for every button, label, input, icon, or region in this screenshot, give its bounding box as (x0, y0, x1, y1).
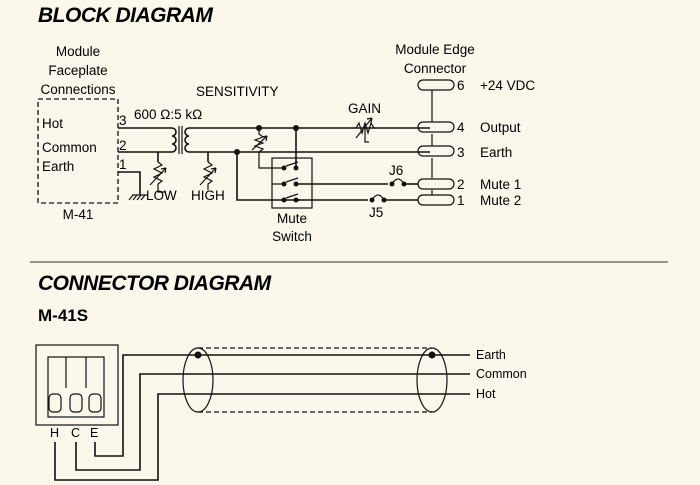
jumper-j5-label: J5 (369, 205, 383, 220)
connector-inner (47, 356, 105, 418)
shield-junction-right (428, 351, 436, 359)
wire-hot (54, 393, 470, 481)
edge-pad-6 (417, 79, 455, 91)
faceplate-pin-2: 2 (119, 138, 127, 153)
terminal-label-h: H (50, 426, 59, 440)
transformer-label: 600 Ω:5 kΩ (134, 107, 202, 122)
high-resistor-arrow (199, 167, 217, 186)
mute-switch-contacts (281, 161, 299, 203)
gain-label: GAIN (348, 101, 381, 116)
block-diagram-title: BLOCK DIAGRAM (38, 4, 213, 27)
shield-junction-left (194, 351, 202, 359)
connector-model: M-41S (38, 306, 88, 325)
connector-diagram-title: CONNECTOR DIAGRAM (38, 272, 272, 295)
faceplate-model: M-41 (63, 207, 94, 222)
wire-label-hot: Hot (476, 387, 496, 401)
wire-earth-to-switch (236, 152, 300, 201)
low-resistor (152, 161, 166, 193)
edge-connector-title-line-1: Module Edge (395, 42, 475, 57)
high-resistor (202, 161, 214, 190)
terminal-label-c: C (71, 426, 80, 440)
faceplate-pin-3: 3 (119, 113, 127, 128)
edge-connector-title-line-2: Connector (404, 61, 467, 76)
j6-jumper (391, 178, 405, 185)
edge-pin-1-num: 1 (457, 193, 465, 208)
sensitivity-pot (253, 128, 282, 169)
edge-pin-2-label: Mute 1 (480, 177, 521, 192)
edge-pad-2 (417, 178, 455, 190)
wire-earth-in (118, 171, 141, 195)
terminal-label-e: E (90, 426, 98, 440)
edge-pin-3-num: 3 (457, 145, 465, 160)
wire-earth (94, 354, 470, 457)
faceplate-title-line-1: Module (56, 44, 100, 59)
edge-pad-1 (417, 194, 455, 206)
gain-wiper (364, 128, 369, 143)
terminal-e (88, 393, 102, 413)
low-resistor-arrow (149, 167, 167, 186)
faceplate-title-line-3: Connections (40, 82, 115, 97)
edge-pad-3 (417, 145, 455, 157)
high-label: HIGH (191, 188, 225, 203)
faceplate-label-earth: Earth (42, 159, 74, 174)
edge-pin-1-label: Mute 2 (480, 193, 521, 208)
mute-switch-line-2: Switch (272, 229, 312, 244)
terminal-h (48, 393, 62, 413)
jumper-j6-label: J6 (389, 163, 403, 178)
edge-pin-4-label: Output (480, 120, 521, 135)
j5-jumper (371, 194, 385, 201)
wire-common (75, 373, 470, 471)
edge-pin-6-num: 6 (457, 78, 465, 93)
cable-shield (198, 347, 432, 413)
connector-dividers (65, 357, 87, 388)
edge-pin-6-label: +24 VDC (480, 78, 535, 93)
faceplate-box (37, 98, 119, 204)
sensitivity-label: SENSITIVITY (196, 84, 279, 99)
faceplate-title-line-2: Faceplate (48, 63, 107, 78)
faceplate-label-hot: Hot (42, 116, 63, 131)
edge-pad-4 (417, 121, 455, 133)
edge-pin-4-num: 4 (457, 120, 465, 135)
faceplate-label-common: Common (42, 140, 97, 155)
edge-pin-3-label: Earth (480, 145, 512, 160)
edge-pin-2-num: 2 (457, 177, 465, 192)
gain-arrow (355, 117, 373, 139)
connector-body (35, 344, 119, 426)
mute-switch-box (271, 157, 313, 209)
sensitivity-arrow (251, 135, 268, 151)
wire-label-earth: Earth (476, 348, 506, 362)
faceplate-pin-1: 1 (119, 157, 127, 172)
wire-label-common: Common (476, 367, 527, 381)
ground-symbol (128, 194, 148, 201)
mute-switch-line-1: Mute (277, 211, 307, 226)
terminal-c (69, 393, 83, 413)
low-label: LOW (146, 188, 177, 203)
transformer-symbol (171, 126, 190, 154)
